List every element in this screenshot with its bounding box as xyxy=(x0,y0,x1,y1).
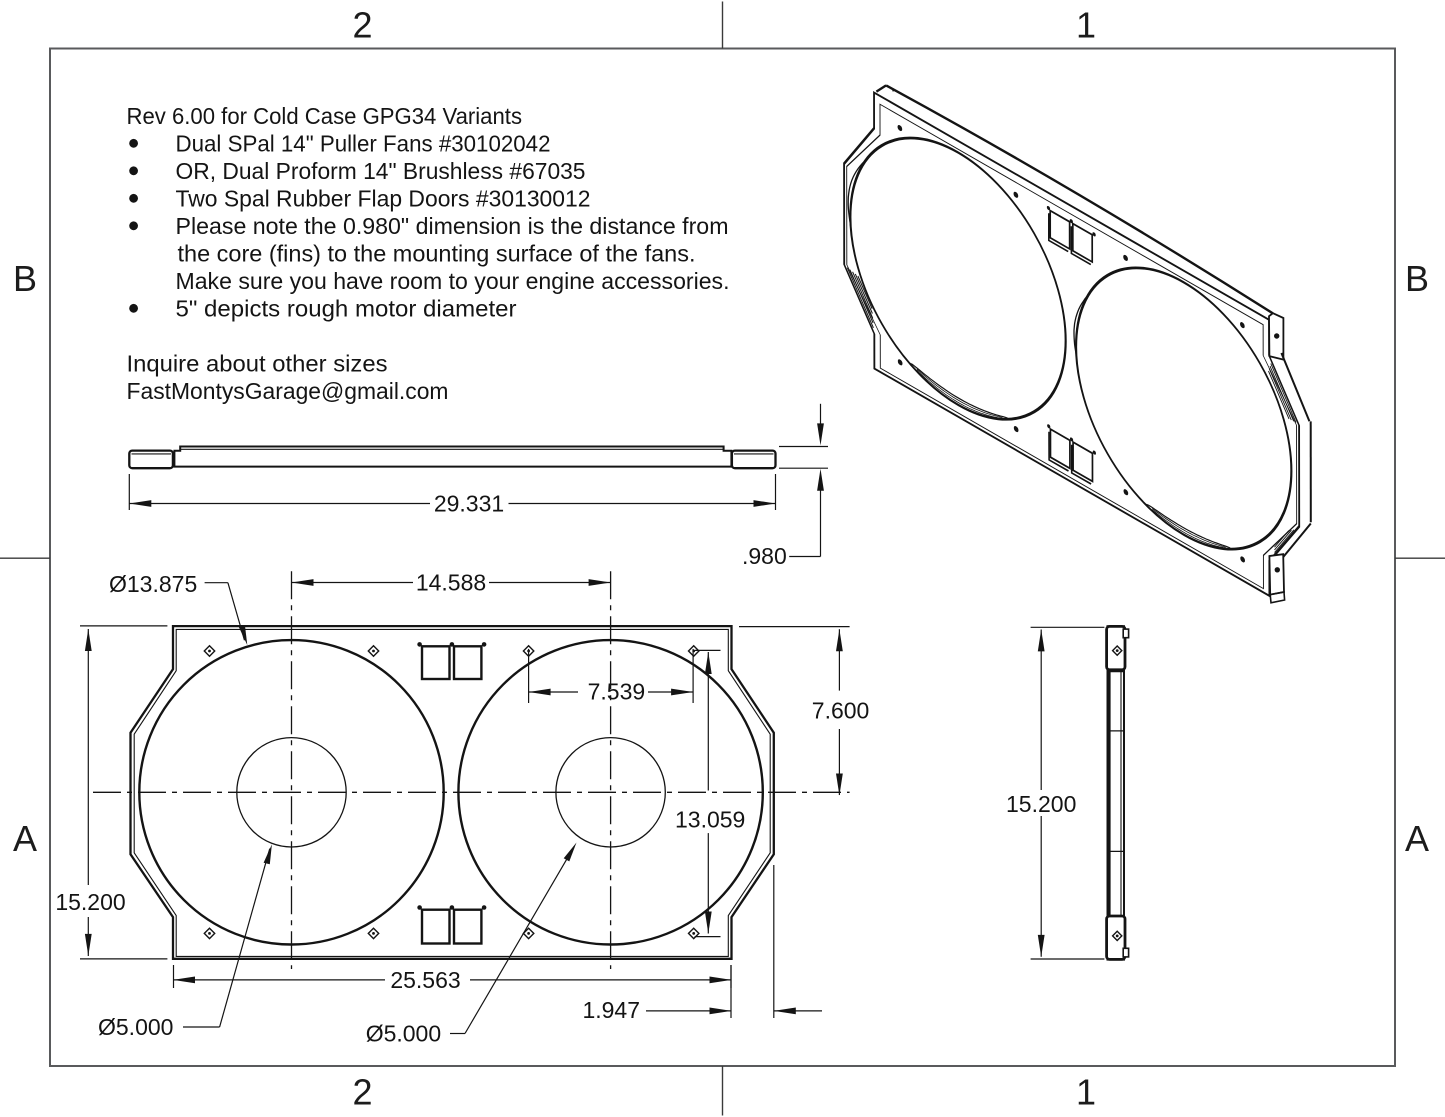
svg-text:Ø5.000: Ø5.000 xyxy=(366,1021,441,1047)
svg-text:Ø5.000: Ø5.000 xyxy=(98,1014,173,1040)
svg-text:A: A xyxy=(1405,818,1429,859)
svg-text:Please note the 0.980" dimensi: Please note the 0.980" dimension is the … xyxy=(176,213,729,239)
svg-text:OR, Dual Proform 14" Brushless: OR, Dual Proform 14" Brushless #67035 xyxy=(176,158,586,184)
svg-text:1: 1 xyxy=(1076,4,1096,45)
svg-text:Rev 6.00 for Cold Case GPG34 V: Rev 6.00 for Cold Case GPG34 Variants xyxy=(127,103,523,129)
svg-text:Inquire about other sizes: Inquire about other sizes xyxy=(127,351,388,377)
svg-text:2: 2 xyxy=(352,1072,372,1113)
svg-text:15.200: 15.200 xyxy=(1006,791,1076,817)
svg-text:the core (fins) to the mountin: the core (fins) to the mounting surface … xyxy=(178,241,696,267)
svg-text:14.588: 14.588 xyxy=(416,570,486,596)
svg-text:7.539: 7.539 xyxy=(588,679,646,705)
svg-text:29.331: 29.331 xyxy=(434,490,504,516)
svg-text:1: 1 xyxy=(1076,1072,1096,1113)
svg-text:A: A xyxy=(13,818,37,859)
svg-text:25.563: 25.563 xyxy=(390,967,460,993)
svg-text:13.059: 13.059 xyxy=(675,806,745,832)
svg-text:.980: .980 xyxy=(742,543,787,569)
svg-text:B: B xyxy=(1405,258,1429,299)
svg-text:FastMontysGarage@gmail.com: FastMontysGarage@gmail.com xyxy=(127,378,449,404)
svg-text:1.947: 1.947 xyxy=(582,997,640,1023)
svg-text:2: 2 xyxy=(352,4,372,45)
svg-text:Two Spal Rubber Flap Doors #30: Two Spal Rubber Flap Doors #30130012 xyxy=(176,186,591,212)
svg-text:B: B xyxy=(13,258,37,299)
svg-text:Ø13.875: Ø13.875 xyxy=(109,571,197,597)
svg-text:15.200: 15.200 xyxy=(55,889,125,915)
svg-text:Make sure you have room to you: Make sure you have room to your engine a… xyxy=(176,268,730,294)
svg-text:5" depicts rough motor diamete: 5" depicts rough motor diameter xyxy=(176,296,517,322)
svg-text:7.600: 7.600 xyxy=(812,698,870,724)
svg-text:Dual SPal 14" Puller Fans #301: Dual SPal 14" Puller Fans #30102042 xyxy=(176,131,551,157)
